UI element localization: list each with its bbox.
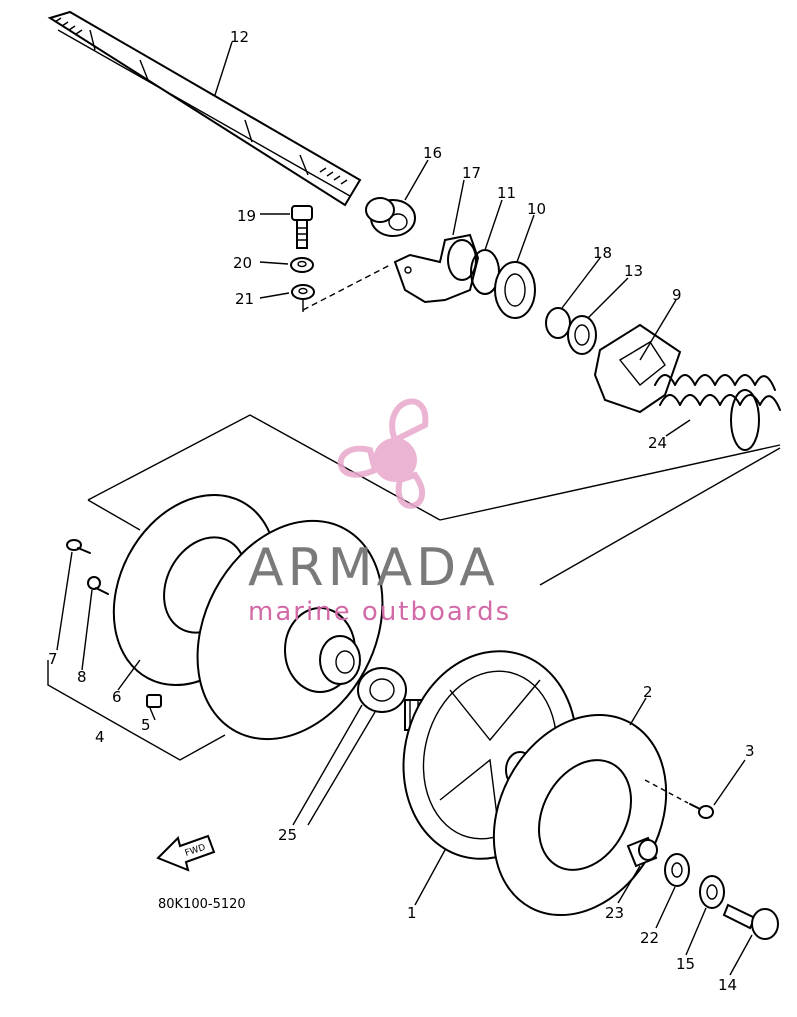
bracket [393,233,480,304]
callout-12: 12 [230,28,249,46]
clip-18 [545,307,571,339]
armada-logo [337,398,429,509]
callout-9: 9 [672,286,682,304]
callout-19: 19 [237,207,256,225]
spring [654,374,781,451]
nut-5 [146,694,162,708]
callout-1: 1 [407,904,417,922]
bolt-14 [722,903,779,940]
callout-25: 25 [278,826,297,844]
callout-8: 8 [77,668,87,686]
leader-lines [56,41,753,976]
callout-4: 4 [95,728,105,746]
cam [593,323,682,414]
callout-22: 22 [640,929,659,947]
callout-18: 18 [593,244,612,262]
collar-25 [357,667,407,713]
sheave-4 [196,519,384,741]
callout-15: 15 [676,955,695,973]
callout-labels: 12 16 17 11 10 18 13 9 24 19 20 21 7 8 6… [48,28,755,994]
callout-7: 7 [48,650,58,668]
bolt-8 [87,576,109,595]
callout-13: 13 [624,262,643,280]
callout-23: 23 [605,904,624,922]
screw-3 [644,779,714,819]
drive-shaft [47,10,362,207]
callout-20: 20 [233,254,252,272]
bolt-19 [291,205,313,249]
screw-7 [66,539,91,554]
washer-22 [664,853,690,887]
washer-20 [290,257,314,273]
callout-16: 16 [423,144,442,162]
washer-15 [699,875,725,909]
sheave-plate-2 [492,713,668,917]
callout-6: 6 [112,688,122,706]
callout-17: 17 [462,164,481,182]
callout-14: 14 [718,976,737,994]
washer-13 [567,315,597,355]
callout-5: 5 [141,716,151,734]
callout-3: 3 [745,742,755,760]
bearing [365,197,416,237]
watermark-tagline: marine outboards [248,597,511,627]
watermark-brand: ARMADA [248,538,499,598]
callout-24: 24 [648,434,667,452]
callout-21: 21 [235,290,254,308]
callout-2: 2 [643,683,653,701]
group-outline [87,414,781,586]
washer-10 [494,261,536,319]
washer-21 [291,284,315,300]
callout-10: 10 [527,200,546,218]
callout-11: 11 [497,184,516,202]
drawing-code: 80K100-5120 [158,897,246,912]
collar-23 [626,836,658,868]
forward-arrow-icon: FWD [156,834,216,872]
